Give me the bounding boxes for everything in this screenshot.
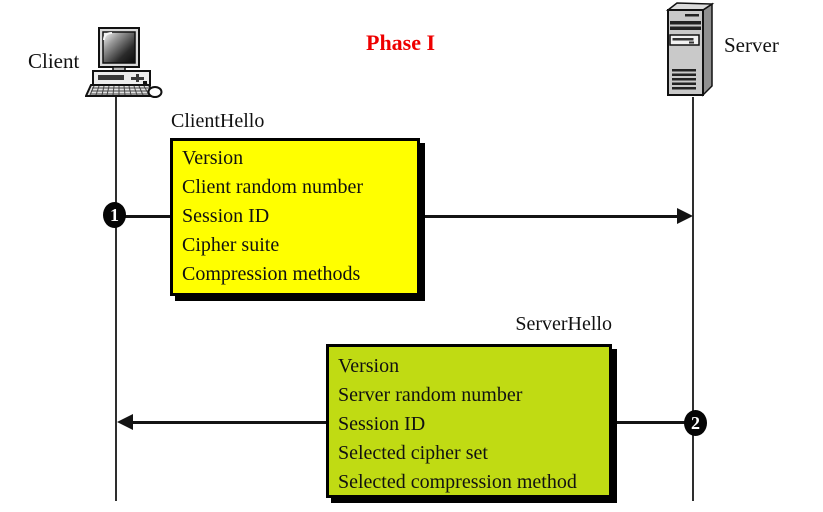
serverhello-title: ServerHello — [515, 313, 612, 335]
serverhello-field-compression: Selected compression method — [338, 471, 577, 493]
clienthello-field-random: Client random number — [182, 176, 364, 198]
clienthello-field-cipher-suite: Cipher suite — [182, 234, 280, 256]
server-label: Server — [724, 33, 779, 57]
clienthello-box: Version Client random number Session ID … — [170, 138, 420, 296]
clienthello-field-version: Version — [182, 147, 244, 169]
serverhello-field-version: Version — [338, 355, 400, 377]
step-1-marker: 1 — [103, 202, 126, 228]
clienthello-title: ClientHello — [171, 110, 265, 132]
clienthello-field-compression: Compression methods — [182, 263, 361, 285]
step-2-marker: 2 — [684, 410, 707, 436]
desktop-computer-icon — [85, 27, 163, 98]
client-lifeline — [115, 95, 117, 501]
serverhello-field-cipher-set: Selected cipher set — [338, 442, 488, 464]
client-label: Client — [28, 49, 80, 73]
serverhello-field-session-id: Session ID — [338, 413, 426, 435]
clienthello-field-session-id: Session ID — [182, 205, 270, 227]
serverhello-field-random: Server random number — [338, 384, 523, 406]
serverhello-arrowhead-icon — [117, 414, 133, 430]
phase-title: Phase I — [366, 30, 436, 55]
clienthello-arrowhead-icon — [677, 208, 693, 224]
serverhello-box: Version Server random number Session ID … — [326, 344, 612, 498]
server-tower-icon — [665, 2, 715, 97]
server-lifeline — [692, 97, 694, 501]
